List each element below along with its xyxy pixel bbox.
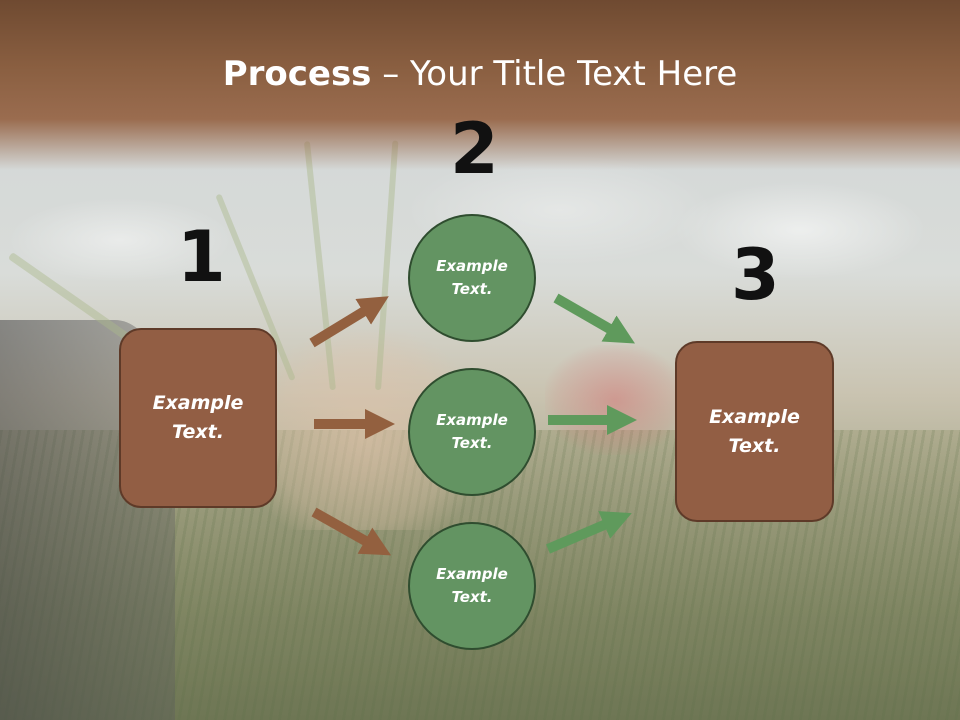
title-rest: – Your Title Text Here: [371, 54, 738, 94]
step-number-3: 3: [731, 234, 780, 316]
arrow-to-bottom-circle: [311, 507, 392, 556]
circle-middle-label: Example Text.: [436, 411, 508, 452]
step-2-circle-middle[interactable]: Example Text.: [408, 368, 536, 496]
circle-top-label: Example Text.: [436, 257, 508, 298]
step-3-box-label: Example Text.: [709, 405, 800, 457]
arrow-from-top-circle: [553, 293, 635, 344]
step-number-2: 2: [450, 108, 499, 190]
title-banner: [0, 0, 960, 170]
step-number-1: 1: [177, 216, 226, 298]
step-2-circle-bottom[interactable]: Example Text.: [408, 522, 536, 650]
slide-title: Process – Your Title Text Here: [0, 52, 960, 96]
circle-bottom-label: Example Text.: [436, 565, 508, 606]
title-bold: Process: [222, 54, 372, 94]
step-2-circle-top[interactable]: Example Text.: [408, 214, 536, 342]
step-3-box[interactable]: Example Text.: [675, 341, 834, 522]
arrow-from-bottom-circle: [546, 511, 632, 554]
arrow-to-top-circle: [309, 296, 389, 348]
step-1-box-label: Example Text.: [152, 392, 244, 443]
step-1-box[interactable]: Example Text.: [119, 328, 277, 508]
